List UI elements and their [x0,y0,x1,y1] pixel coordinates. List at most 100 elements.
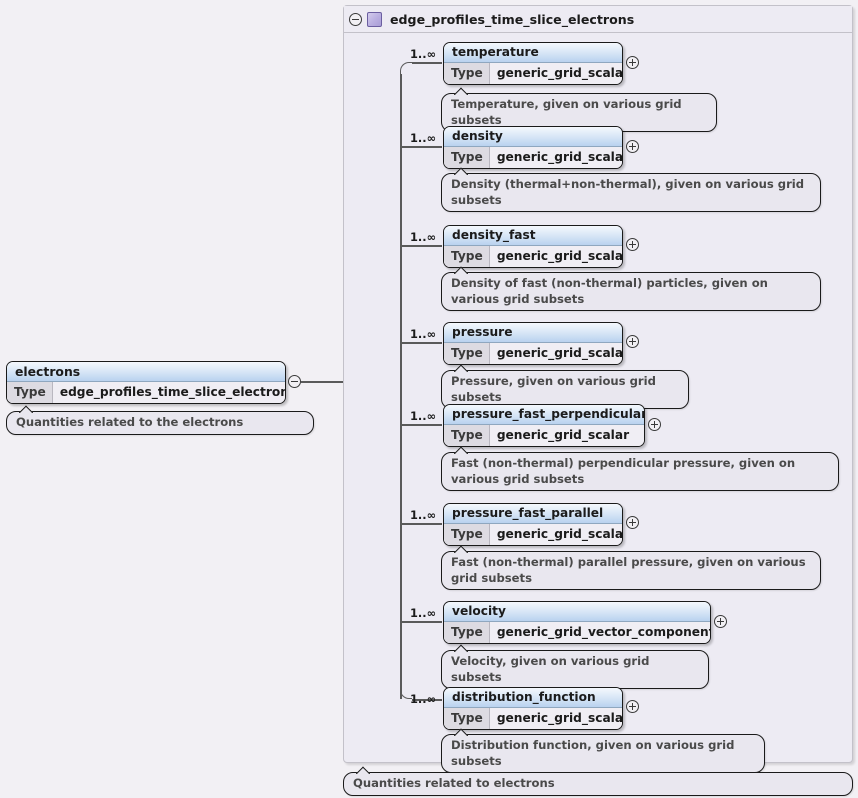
root-element-electrons[interactable]: electrons Type edge_profiles_time_slice_… [6,361,286,404]
occurrence-pressure: 1..∞ [410,327,437,341]
annotation-text: Fast (non-thermal) parallel pressure, gi… [451,555,806,585]
type-label: Type [444,246,490,267]
container-footer-annotation: Quantities related to electrons [343,772,853,796]
type-label: Type [444,343,490,364]
element-type-row: Type generic_grid_scalar [444,343,622,364]
annotation-pressure-fast-parallel: Fast (non-thermal) parallel pressure, gi… [441,551,821,590]
annotation-pointer-icon [454,167,468,175]
annotation-text: Pressure, given on various grid subsets [451,374,656,404]
annotation-pointer-icon [454,545,468,553]
element-name: pressure_fast_parallel [444,504,622,524]
occurrence-density: 1..∞ [410,131,437,145]
tree-trunk [400,74,402,699]
annotation-pointer-icon [454,728,468,736]
type-value: generic_grid_scalar [496,150,623,164]
annotation-text: Density (thermal+non-thermal), given on … [451,177,805,207]
element-type-row: Type generic_grid_scalar [444,524,622,545]
occurrence-temperature: 1..∞ [410,47,437,61]
type-label: Type [444,622,490,643]
root-annotation: Quantities related to the electrons [6,411,314,435]
expand-plus-circle-icon-temperature[interactable] [626,56,639,69]
expand-plus-circle-icon-density[interactable] [626,140,639,153]
element-type-row: Type generic_grid_vector_components [444,622,710,643]
occurrence-velocity: 1..∞ [410,606,437,620]
element-pressure-fast-parallel[interactable]: pressure_fast_parallel Type generic_grid… [443,503,623,546]
tree-corner-bottom [400,687,412,699]
root-collapse-minus-circle-icon[interactable] [288,375,301,388]
type-value: generic_grid_scalar [496,428,630,442]
type-value: generic_grid_scalar [496,711,623,725]
tree-branch-density [400,146,442,148]
root-element-name: electrons [7,362,285,382]
connector-root-to-sequence [301,381,356,383]
container-footer-text: Quantities related to electrons [353,776,555,790]
tree-branch-density-fast [400,245,442,247]
annotation-text: Temperature, given on various grid subse… [451,97,682,127]
type-value: generic_grid_scalar [496,527,623,541]
element-pressure-fast-perpendicular[interactable]: pressure_fast_perpendicular Type generic… [443,404,645,447]
type-value: generic_grid_scalar [496,346,623,360]
root-type-label: Type [7,382,53,403]
annotation-pressure-fast-perpendicular: Fast (non-thermal) perpendicular pressur… [441,452,839,491]
expand-plus-circle-icon-distribution-function[interactable] [626,700,639,713]
annotation-pressure: Pressure, given on various grid subsets [441,370,689,409]
root-element-type-row: Type edge_profiles_time_slice_electrons [7,382,285,403]
element-name: velocity [444,602,710,622]
type-value: generic_grid_scalar [496,249,623,263]
tree-branch-pressure [400,342,442,344]
occurrence-distribution-function: 1..∞ [410,692,437,706]
annotation-text: Fast (non-thermal) perpendicular pressur… [451,456,796,486]
annotation-pointer-icon [454,446,468,454]
expand-plus-circle-icon-velocity[interactable] [714,615,727,628]
expand-plus-circle-icon-pressure-fast-perpendicular[interactable] [648,418,661,431]
annotation-distribution-function: Distribution function, given on various … [441,734,765,773]
element-pressure[interactable]: pressure Type generic_grid_scalar [443,322,623,365]
element-distribution-function[interactable]: distribution_function Type generic_grid_… [443,687,623,730]
annotation-text: Distribution function, given on various … [451,738,735,768]
annotation-pointer-icon [454,266,468,274]
expand-plus-circle-icon-pressure-fast-parallel[interactable] [626,516,639,529]
annotation-temperature: Temperature, given on various grid subse… [441,93,717,132]
occurrence-pressure-fast-parallel: 1..∞ [410,508,437,522]
element-temperature[interactable]: temperature Type generic_grid_scalar [443,42,623,85]
element-density-fast[interactable]: density_fast Type generic_grid_scalar [443,225,623,268]
root-annotation-text: Quantities related to the electrons [16,415,244,429]
element-type-row: Type generic_grid_scalar [444,708,622,729]
annotation-velocity: Velocity, given on various grid subsets [441,650,709,689]
tree-branch-pressure-fast-perpendicular [400,424,442,426]
container-title: edge_profiles_time_slice_electrons [390,11,635,27]
type-label: Type [444,63,490,84]
element-name: pressure [444,323,622,343]
element-name: density [444,127,622,147]
root-type-value: edge_profiles_time_slice_electrons [59,385,286,399]
expand-plus-circle-icon-density-fast[interactable] [626,238,639,251]
element-name: pressure_fast_perpendicular [444,405,644,425]
annotation-density: Density (thermal+non-thermal), given on … [441,173,821,212]
annotation-pointer-icon [454,644,468,652]
element-type-row: Type generic_grid_scalar [444,63,622,84]
element-name: temperature [444,43,622,63]
tree-corner-top [400,62,412,74]
annotation-density-fast: Density of fast (non-thermal) particles,… [441,272,821,311]
tree-branch-distribution-function [412,699,442,701]
element-type-row: Type generic_grid_scalar [444,425,644,446]
tree-branch-pressure-fast-parallel [400,523,442,525]
type-label: Type [444,147,490,168]
element-type-row: Type generic_grid_scalar [444,246,622,267]
container-collapse-minus-circle-icon[interactable] [349,12,362,26]
type-label: Type [444,708,490,729]
annotation-pointer-icon [19,405,33,413]
element-density[interactable]: density Type generic_grid_scalar [443,126,623,169]
type-value: generic_grid_scalar [496,66,623,80]
type-label: Type [444,425,490,446]
occurrence-pressure-fast-perpendicular: 1..∞ [410,409,437,423]
container-header: edge_profiles_time_slice_electrons [344,6,852,33]
element-velocity[interactable]: velocity Type generic_grid_vector_compon… [443,601,711,644]
type-label: Type [444,524,490,545]
annotation-pointer-icon [454,364,468,372]
expand-plus-circle-icon-pressure[interactable] [626,335,639,348]
element-name: distribution_function [444,688,622,708]
element-type-row: Type generic_grid_scalar [444,147,622,168]
occurrence-density-fast: 1..∞ [410,230,437,244]
